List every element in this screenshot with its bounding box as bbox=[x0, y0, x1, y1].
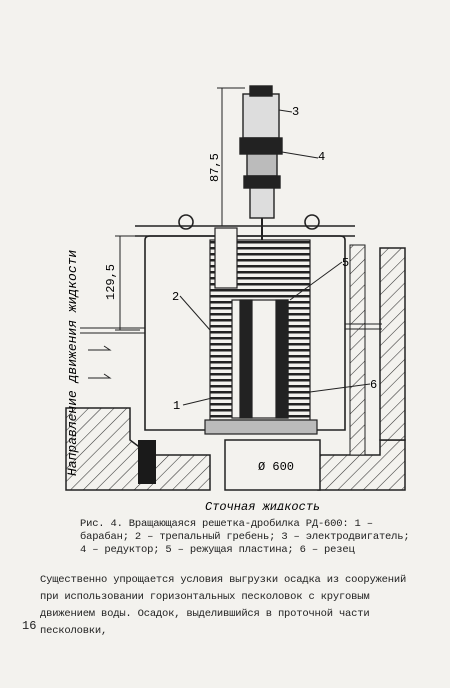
dimension-lines bbox=[115, 87, 245, 331]
page-number: 16 bbox=[22, 619, 37, 633]
motor-assembly bbox=[239, 85, 283, 300]
part-label-4: 4 bbox=[318, 150, 325, 164]
part-label-6: 6 bbox=[370, 378, 377, 392]
dimension-label-motor: 87,5 bbox=[208, 153, 222, 182]
drum bbox=[204, 227, 318, 435]
channel-walls bbox=[65, 244, 406, 491]
drum-crusher-diagram: 3 4 5 2 1 6 87,5 129,5 Направление движе… bbox=[65, 85, 406, 510]
figure-caption: Рис. 4. Вращающаяся решетка-дробилка РД-… bbox=[80, 518, 410, 556]
flow-direction-label: Направление движения жидкости bbox=[65, 250, 80, 476]
part-label-1: 1 bbox=[173, 399, 180, 413]
leader-lines bbox=[179, 109, 371, 406]
diameter-label: Ø 600 bbox=[258, 460, 294, 474]
dimension-label-top: 129,5 bbox=[104, 264, 118, 300]
body-paragraph: Существенно упрощается условия выгрузки … bbox=[40, 574, 407, 637]
part-label-3: 3 bbox=[292, 105, 299, 119]
part-label-2: 2 bbox=[172, 290, 179, 304]
part-label-5: 5 bbox=[342, 256, 349, 270]
water-level bbox=[80, 323, 382, 379]
wastewater-label: Сточная жидкость bbox=[205, 500, 320, 510]
housing bbox=[135, 214, 355, 431]
